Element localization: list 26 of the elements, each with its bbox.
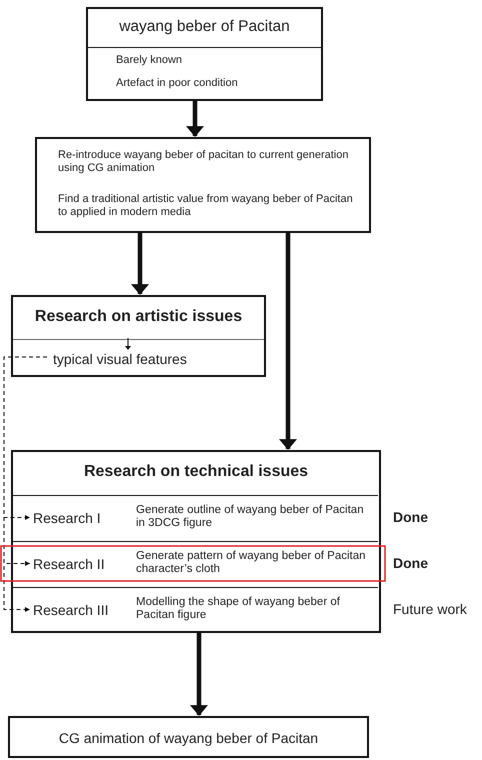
- arrow: [279, 233, 297, 450]
- process-box: [11, 295, 266, 377]
- row-description: Generate pattern of wayang beber of Pacitan character’s cloth: [136, 550, 367, 576]
- status-text: Future work: [393, 600, 467, 618]
- body-text: Re-introduce wayang beber of pacitan to current generation using CG animation: [58, 149, 350, 175]
- status-text: Done: [393, 508, 428, 526]
- box-heading: wayang beber of Pacitan: [118, 17, 291, 37]
- body-text: Find a traditional artistic value from wayang beber of Pacitan to applied in modern media: [58, 193, 354, 219]
- body-text: Artefact in poor condition: [116, 77, 239, 90]
- box-heading: CG animation of wayang beber of Pacitan: [58, 729, 320, 747]
- process-box: [8, 716, 369, 758]
- row-description: Generate outline of wayang beber of Pacitan in 3DCG figure: [136, 504, 365, 530]
- arrow: [186, 101, 204, 137]
- row-label: Research III: [33, 601, 108, 619]
- row-label: Research I: [33, 509, 101, 527]
- process-box: [35, 137, 371, 233]
- status-text: Done: [393, 554, 428, 572]
- process-box: [86, 7, 323, 101]
- body-text: typical visual features: [53, 350, 187, 368]
- arrow: [190, 633, 208, 716]
- row-label: Research II: [33, 555, 105, 573]
- box-heading: Research on artistic issues: [34, 307, 244, 327]
- box-heading: Research on technical issues: [82, 462, 310, 482]
- arrow: [131, 233, 149, 295]
- row-description: Modelling the shape of wayang beber of Pacitan figure: [136, 596, 341, 622]
- body-text: Barely known: [116, 54, 184, 67]
